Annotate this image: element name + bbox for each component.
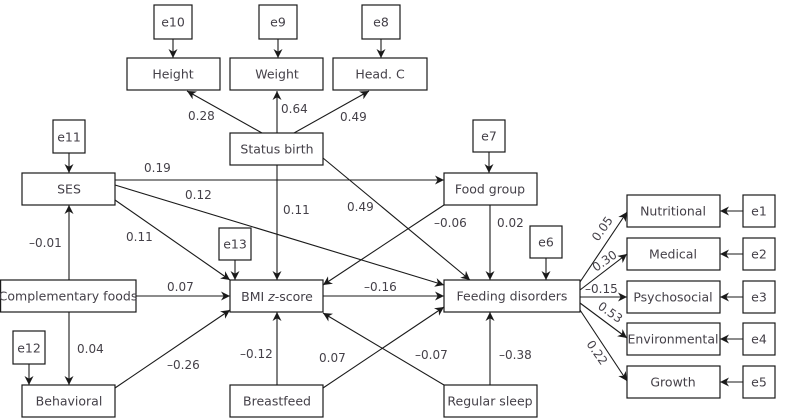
node-label: e5: [751, 375, 767, 390]
node-e7: e7: [472, 119, 506, 153]
node-label: e7: [481, 129, 497, 144]
node-e1: e1: [742, 194, 776, 228]
node-label: e2: [751, 247, 767, 262]
edge-breastfeed-feeding: [322, 306, 445, 389]
node-ses: SES: [21, 172, 116, 206]
node-bmi-z-score: BMI z-score: [229, 279, 324, 313]
edge-ses-bmi: [114, 199, 231, 281]
node-feeding-disorders: Feeding disorders: [443, 279, 581, 313]
node-e8: e8: [361, 4, 401, 40]
node-label: e9: [270, 15, 286, 30]
coef-feeding-nutritional: 0.05: [589, 214, 616, 244]
node-e9: e9: [258, 4, 298, 40]
node-weight: Weight: [229, 57, 324, 91]
node-head-c: Head. C: [332, 57, 428, 91]
coef-food-bmi: –0.06: [434, 216, 467, 230]
edge-food-bmi: [322, 204, 445, 286]
node-label: BMI z-score: [241, 289, 313, 304]
coef-comp-bmi: 0.07: [167, 280, 194, 294]
coef-status-headc: 0.49: [340, 110, 367, 124]
node-label: SES: [57, 182, 81, 197]
coef-feeding-psychosocial: –0.15: [585, 282, 618, 296]
node-label: e12: [17, 341, 41, 356]
node-complementary-foods: Complementary foods: [0, 279, 137, 313]
node-label: Complementary foods: [0, 289, 137, 304]
node-breastfeed: Breastfeed: [229, 384, 324, 418]
node-label: Environmental: [628, 332, 719, 347]
edge-feeding-growth: [579, 309, 628, 382]
node-label: e6: [538, 235, 554, 250]
edge-status-height: [186, 90, 263, 134]
node-e2: e2: [742, 237, 776, 271]
coef-breastfeed-bmi: –0.12: [240, 347, 273, 361]
edge-feeding-nutritional: [579, 211, 628, 283]
node-e11: e11: [52, 119, 86, 154]
coef-feeding-growth: 0.22: [584, 338, 611, 368]
coef-status-bmi: 0.11: [283, 203, 310, 217]
edge-ses-feeding: [114, 184, 445, 287]
edge-status-headc: [293, 90, 370, 134]
edge-status-feeding: [322, 157, 471, 281]
coef-comp-behavioral: 0.04: [77, 342, 104, 356]
node-label: Breastfeed: [243, 394, 311, 409]
node-medical: Medical: [626, 237, 721, 271]
node-label: Height: [152, 67, 193, 82]
node-label: Status birth: [240, 142, 313, 157]
node-label: e10: [161, 15, 185, 30]
node-e5: e5: [742, 365, 776, 399]
node-food-group: Food group: [443, 172, 538, 206]
node-e10: e10: [153, 4, 193, 40]
node-label: e3: [751, 290, 767, 305]
edge-feeding-medical: [579, 253, 628, 291]
node-label: Psychosocial: [633, 290, 712, 305]
coef-breastfeed-feeding: 0.07: [319, 351, 346, 365]
coef-food-feeding: 0.02: [497, 216, 524, 230]
node-label: e11: [57, 130, 81, 145]
node-behavioral: Behavioral: [21, 384, 116, 418]
node-regular-sleep: Regular sleep: [443, 384, 538, 418]
node-label: Weight: [255, 67, 299, 82]
node-label: Nutritional: [640, 204, 706, 219]
coef-comp-ses: –0.01: [29, 236, 62, 250]
node-height: Height: [126, 57, 221, 91]
node-label: Feeding disorders: [457, 289, 568, 304]
node-label: Head. C: [355, 67, 405, 82]
coef-sleep-feeding: –0.38: [499, 348, 532, 362]
node-label: e8: [373, 15, 389, 30]
coef-status-height: 0.28: [188, 109, 215, 123]
node-label: Behavioral: [36, 394, 103, 409]
node-environmental: Environmental: [626, 322, 721, 356]
node-label: Food group: [455, 182, 525, 197]
node-status-birth: Status birth: [229, 132, 324, 166]
coef-ses-food: 0.19: [144, 161, 171, 175]
node-e6: e6: [529, 225, 563, 259]
coef-sleep-bmi: –0.07: [415, 348, 448, 362]
node-growth: Growth: [626, 365, 721, 399]
coef-ses-feeding: 0.12: [185, 188, 212, 202]
node-e13: e13: [218, 227, 252, 261]
node-e4: e4: [742, 322, 776, 356]
node-nutritional: Nutritional: [626, 194, 721, 228]
node-label: Growth: [650, 375, 695, 390]
edge-sleep-bmi: [322, 312, 445, 386]
nodes: e10 e9 e8 Height Weight Head. C Status b…: [0, 4, 776, 418]
coef-feeding-environmental: 0.53: [595, 299, 625, 326]
edges: [24, 39, 743, 389]
node-psychosocial: Psychosocial: [626, 280, 721, 314]
node-e12: e12: [12, 330, 46, 365]
node-label: Medical: [649, 247, 697, 262]
coef-status-weight: 0.64: [281, 102, 308, 116]
edge-behavioral-bmi: [114, 309, 231, 389]
edge-feeding-environmental: [579, 302, 628, 339]
coef-status-feeding: 0.49: [347, 200, 374, 214]
coef-bmi-feeding: –0.16: [364, 280, 397, 294]
coef-behavioral-bmi: –0.26: [167, 358, 200, 372]
node-e3: e3: [742, 280, 776, 314]
node-label: Regular sleep: [447, 394, 532, 409]
node-label: e1: [751, 204, 767, 219]
node-label: e13: [223, 237, 247, 252]
node-label: e4: [751, 332, 767, 347]
coef-ses-bmi: 0.11: [126, 230, 153, 244]
